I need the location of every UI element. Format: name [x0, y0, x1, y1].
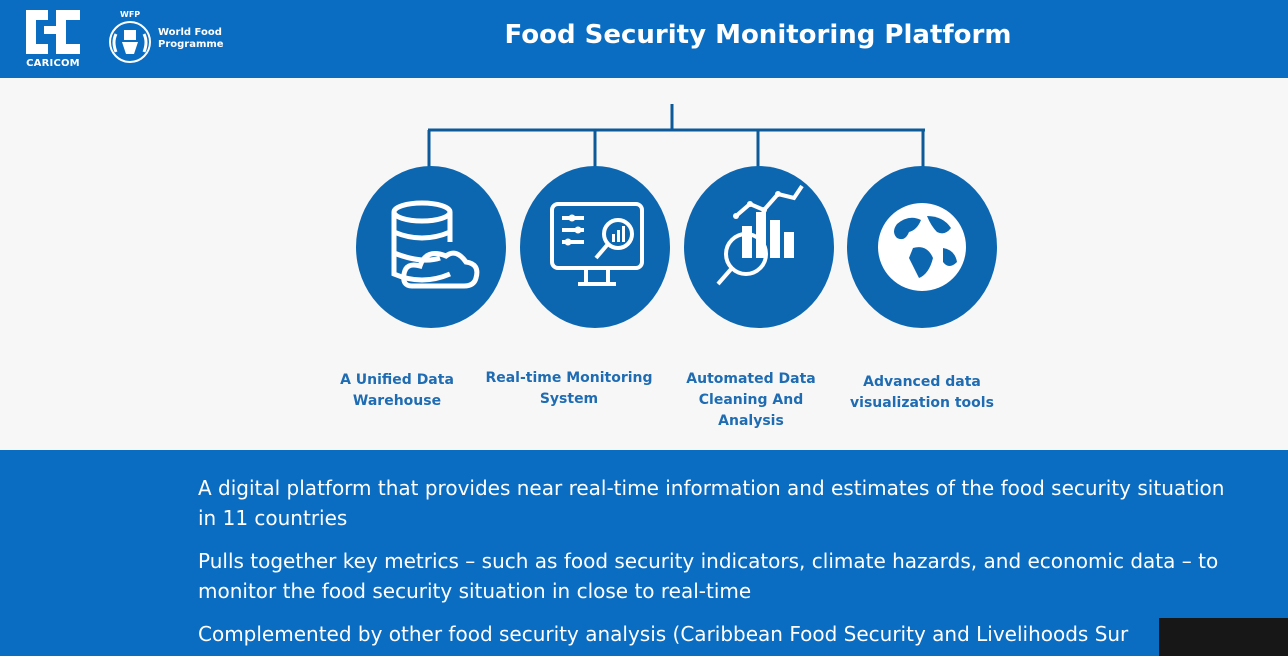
description-paragraph-2: Pulls together key metrics – such as foo…	[198, 549, 1219, 603]
header-bar: CARICOM WFP World Food Programme Food Se…	[0, 0, 1288, 78]
video-overlay	[1159, 618, 1288, 656]
wfp-logo: WFP World Food Programme	[104, 10, 234, 66]
node-data-cleaning	[684, 166, 834, 328]
description-panel: A digital platform that provides near re…	[0, 450, 1288, 656]
node-label-monitoring-system: Real-time Monitoring System	[485, 370, 653, 407]
page-title: Food Security Monitoring Platform	[504, 20, 1012, 50]
database-cloud-icon	[391, 200, 480, 289]
wfp-acronym: WFP	[120, 10, 141, 19]
node-visualization-tools	[847, 166, 997, 328]
magnifier-chart-icon	[716, 184, 804, 286]
wfp-logo-name: World Food Programme	[158, 27, 224, 50]
wfp-laurel-icon	[109, 21, 151, 63]
node-label-visualization-tools: Advanced data visualization tools	[850, 374, 994, 411]
node-label-data-cleaning: Automated Data Cleaning And Analysis	[686, 371, 816, 429]
platform-diagram: A Unified Data Warehouse Real-time Monit…	[0, 78, 1288, 450]
node-data-warehouse	[356, 166, 506, 328]
description-paragraph-1: A digital platform that provides near re…	[198, 476, 1225, 530]
caricom-logo-text: CARICOM	[26, 58, 80, 69]
caricom-emblem-icon	[26, 10, 80, 54]
connector-tree	[427, 104, 925, 168]
globe-icon	[878, 203, 966, 291]
node-label-data-warehouse: A Unified Data Warehouse	[340, 372, 454, 409]
description-paragraph-3: Complemented by other food security anal…	[198, 622, 1129, 646]
node-monitoring-system	[520, 166, 670, 328]
monitor-analytics-icon	[550, 202, 644, 286]
caricom-logo: CARICOM	[22, 6, 84, 72]
